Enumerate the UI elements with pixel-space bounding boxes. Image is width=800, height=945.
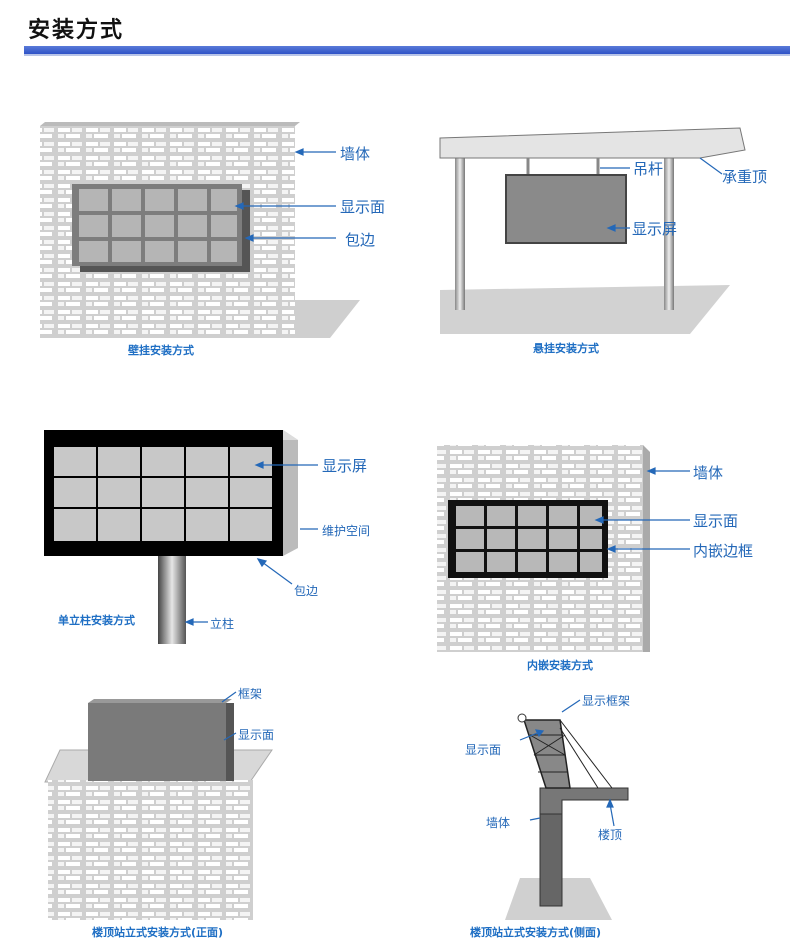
label-wall: 墙体 (340, 145, 371, 163)
label-trim: 包边 (294, 584, 319, 598)
wall-mount-diagram (40, 122, 360, 338)
roof-front-diagram (44, 691, 273, 920)
wall-section (539, 799, 563, 907)
page-title: 安装方式 (28, 18, 125, 43)
label-wall: 墙体 (693, 464, 724, 482)
label-display-face: 显示面 (238, 728, 275, 742)
pillar-right (664, 155, 674, 310)
label-pole: 立柱 (210, 617, 235, 631)
column-diagram (44, 430, 318, 644)
label-display-face: 显示面 (693, 512, 739, 530)
label-load-roof: 承重顶 (722, 168, 768, 186)
brick-wall-icon (48, 780, 253, 920)
label-embedded-frame: 内嵌边框 (693, 542, 754, 560)
caption-single-column: 单立柱安装方式 (58, 614, 135, 627)
label-wall: 墙体 (486, 816, 511, 830)
caption-roof-side: 楼顶站立式安装方式(侧面) (470, 926, 602, 939)
label-display-face: 显示面 (465, 743, 502, 757)
page-header: 安装方式 (0, 0, 800, 60)
label-screen: 显示屏 (632, 220, 678, 238)
pole-icon (158, 556, 186, 644)
caption-wall-mount: 壁挂安装方式 (128, 344, 194, 357)
label-trim: 包边 (345, 231, 376, 249)
label-display-frame: 显示框架 (582, 694, 631, 708)
pillar-left (455, 155, 465, 310)
display-frame-icon (522, 719, 571, 789)
led-screen-icon (88, 703, 226, 781)
label-frame: 框架 (238, 687, 263, 701)
title-underline-shadow (24, 54, 790, 56)
caption-hanging: 悬挂安装方式 (533, 342, 599, 355)
label-roof: 楼顶 (598, 828, 623, 842)
hanging-diagram (439, 127, 746, 334)
label-display-face: 显示面 (340, 198, 386, 216)
label-screen: 显示屏 (322, 457, 368, 475)
caption-embedded: 内嵌安装方式 (527, 659, 593, 672)
roof-side-diagram (505, 699, 629, 920)
led-screen-icon (505, 174, 627, 244)
embedded-diagram (437, 445, 690, 652)
label-maintenance-space: 维护空间 (322, 524, 371, 538)
caption-roof-front: 楼顶站立式安装方式(正面) (92, 926, 224, 939)
title-underline-bar (24, 46, 790, 54)
label-hanging-rod: 吊杆 (633, 160, 664, 178)
